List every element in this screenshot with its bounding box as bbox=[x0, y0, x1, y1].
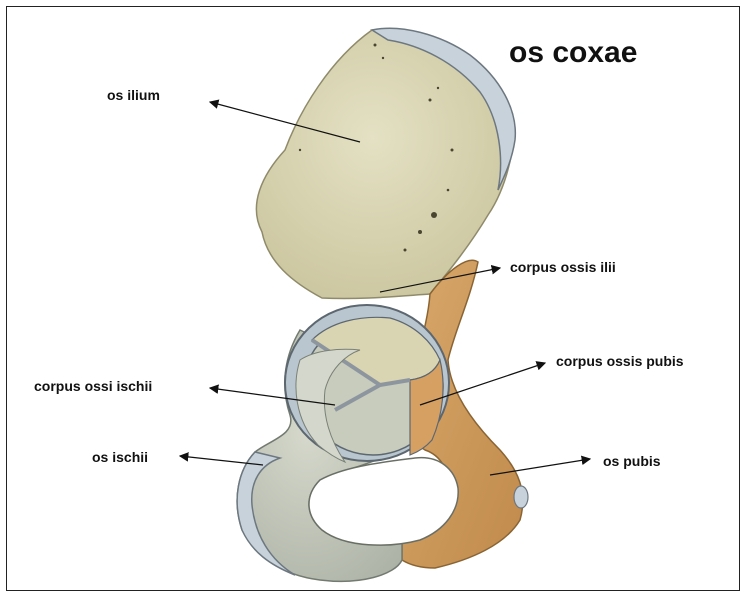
diagram-title: os coxae bbox=[509, 36, 637, 70]
label-corpus-ossi-ischii: corpus ossi ischii bbox=[34, 378, 152, 394]
label-corpus-ossis-ilii: corpus ossis ilii bbox=[510, 259, 616, 275]
pubic-symphysis bbox=[514, 486, 528, 508]
label-corpus-ossis-pubis: corpus ossis pubis bbox=[556, 353, 684, 369]
label-os-ilium: os ilium bbox=[107, 87, 160, 103]
label-os-pubis: os pubis bbox=[603, 453, 661, 469]
label-os-ischii: os ischii bbox=[92, 449, 148, 465]
